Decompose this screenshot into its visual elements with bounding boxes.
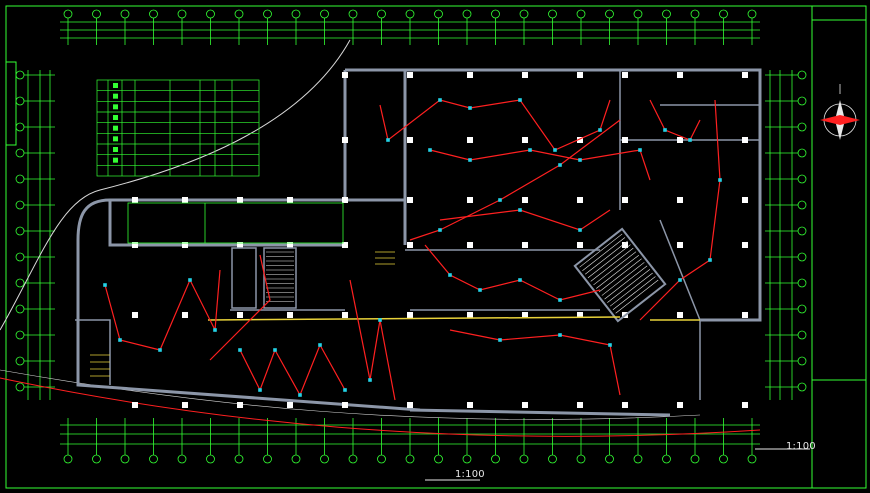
- electrical-devices: [103, 98, 722, 397]
- legend-table: [96, 79, 260, 177]
- electrical-wiring: [104, 99, 721, 401]
- interior-walls: [75, 70, 760, 400]
- building-walls: [76, 68, 762, 417]
- drawing-frame: [5, 5, 867, 489]
- dimension-lines: [15, 9, 807, 464]
- upper-room: [127, 202, 344, 244]
- scale-label-main: 1:100: [786, 441, 816, 452]
- north-arrow-icon: [820, 84, 860, 140]
- scale-label-secondary: 1:100: [455, 469, 485, 480]
- stair-cores: [90, 227, 700, 377]
- road-curve: [0, 377, 761, 437]
- structural-columns: [132, 72, 748, 408]
- site-boundary: [0, 39, 351, 331]
